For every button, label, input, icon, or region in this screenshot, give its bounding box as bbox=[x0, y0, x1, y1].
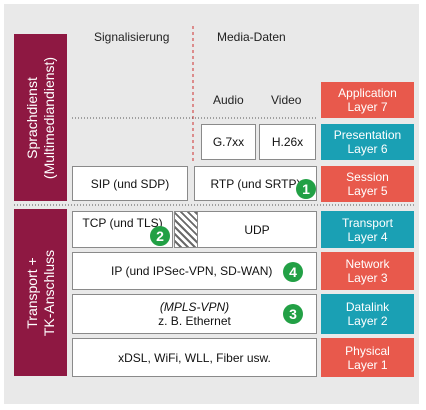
badge-1: 1 bbox=[296, 179, 316, 199]
side-label-voice-text: Sprachdienst (Multimediandienst) bbox=[24, 56, 58, 178]
layer-3-name: Network bbox=[345, 257, 390, 271]
tcp-label: TCP (und TLS) bbox=[82, 216, 163, 230]
layer-7-name: Application bbox=[338, 86, 397, 100]
side-label-voice-service: Sprachdienst (Multimediandienst) bbox=[14, 34, 67, 201]
physical-box: xDSL, WiFi, WLL, Fiber usw. bbox=[72, 338, 317, 377]
badge-3: 3 bbox=[283, 304, 303, 324]
layer-6-presentation: Presentation Layer 6 bbox=[321, 124, 414, 160]
layer-4-name: Transport bbox=[342, 215, 393, 230]
side-label-transport-line2: TK-Anschluss bbox=[40, 249, 57, 336]
header-media: Media-Daten bbox=[217, 30, 286, 44]
layer-5-name: Session bbox=[346, 170, 389, 184]
sip-box: SIP (und SDP) bbox=[72, 166, 188, 201]
layer-1-name: Physical bbox=[345, 343, 390, 358]
layer-4-number: Layer 4 bbox=[347, 229, 388, 244]
mpls-label: (MPLS-VPN) bbox=[159, 300, 230, 314]
header-video: Video bbox=[271, 93, 302, 107]
side-label-transport: Transport + TK-Anschluss bbox=[14, 209, 67, 376]
badge-2: 2 bbox=[150, 226, 170, 246]
layer-7-number: Layer 7 bbox=[347, 100, 388, 114]
layer-6-number: Layer 6 bbox=[347, 142, 388, 156]
datalink-box: (MPLS-VPN) z. B. Ethernet bbox=[72, 294, 317, 334]
header-audio: Audio bbox=[213, 93, 244, 107]
layer-1-physical: Physical Layer 1 bbox=[321, 338, 414, 377]
side-label-voice-line2: (Multimediandienst) bbox=[40, 56, 57, 179]
codec-video-box: H.26x bbox=[259, 124, 316, 160]
side-label-voice-line1: Sprachdienst bbox=[23, 76, 40, 159]
diagram-canvas: Signalisierung Media-Daten Audio Video S… bbox=[4, 4, 419, 404]
guide-lines bbox=[14, 26, 414, 206]
ethernet-label: z. B. Ethernet bbox=[158, 314, 231, 328]
side-label-transport-line1: Transport + bbox=[23, 256, 40, 329]
rtp-label: RTP (und SRTP) bbox=[210, 176, 301, 191]
ip-label: IP (und IPSec-VPN, SD-WAN) bbox=[111, 264, 273, 278]
layer-2-name: Datalink bbox=[345, 300, 390, 314]
udp-box: UDP bbox=[197, 211, 317, 248]
header-signalling: Signalisierung bbox=[94, 30, 170, 44]
layer-2-number: Layer 2 bbox=[347, 314, 388, 328]
badge-4: 4 bbox=[283, 262, 303, 282]
codec-audio-box: G.7xx bbox=[201, 124, 256, 160]
layer-1-number: Layer 1 bbox=[347, 357, 388, 372]
layer-7-application: Application Layer 7 bbox=[321, 82, 414, 118]
side-label-transport-text: Transport + TK-Anschluss bbox=[24, 249, 58, 335]
layer-5-number: Layer 5 bbox=[347, 184, 388, 198]
layer-3-number: Layer 3 bbox=[347, 271, 388, 285]
ip-box: IP (und IPSec-VPN, SD-WAN) bbox=[72, 252, 317, 290]
layer-2-datalink: Datalink Layer 2 bbox=[321, 294, 414, 334]
layer-5-session: Session Layer 5 bbox=[321, 166, 414, 202]
layer-6-name: Presentation bbox=[333, 128, 402, 142]
layer-3-network: Network Layer 3 bbox=[321, 252, 414, 290]
hatched-gap bbox=[174, 211, 198, 248]
layer-4-transport: Transport Layer 4 bbox=[321, 211, 414, 248]
